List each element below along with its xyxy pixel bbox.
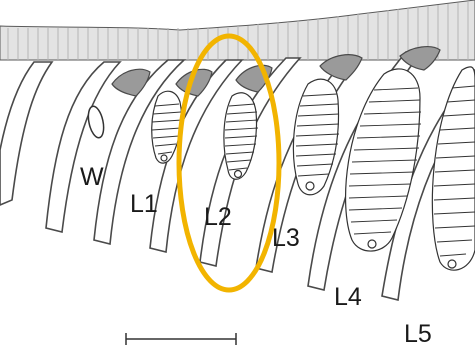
label-l1: L1 [130,190,158,218]
larva-l2 [224,93,258,179]
larva-l5 [432,67,475,270]
scale-bar [126,333,236,345]
larva-l3 [293,79,339,195]
label-l2: L2 [204,203,232,231]
label-l5: L5 [404,320,432,348]
label-l3: L3 [272,224,300,252]
egg [86,105,106,139]
comb-top-band [0,0,475,60]
label-l4: L4 [334,283,362,311]
label-w: W [80,163,104,191]
